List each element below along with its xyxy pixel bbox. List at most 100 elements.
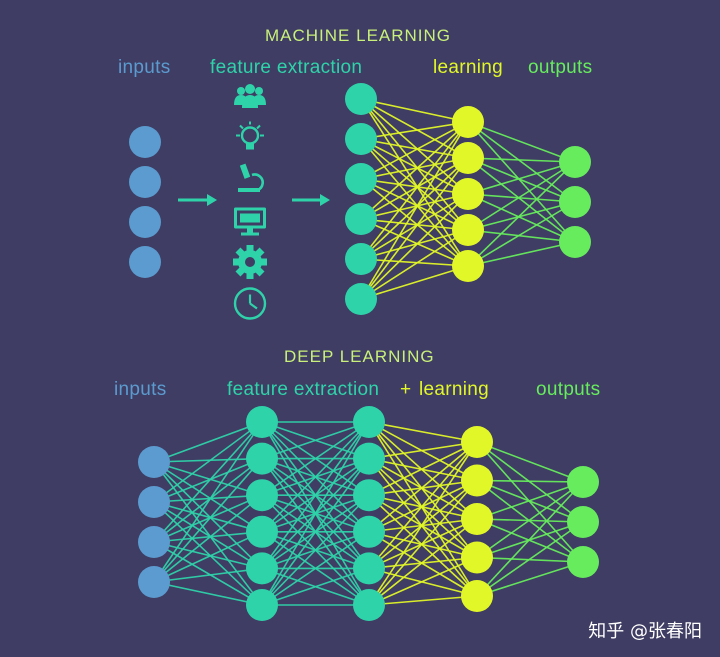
dl-connection-2-1-4 (368, 458, 478, 597)
dl-feature-node-1-1 (246, 442, 278, 475)
dl-learning-label: learning (419, 379, 490, 400)
dl-connection-0-2-3 (153, 531, 263, 543)
arrow-icon (178, 194, 217, 206)
dl-connection-3-3-0 (476, 481, 584, 559)
dl-input-node-0-2 (138, 526, 170, 558)
dl-connection-2-0-1 (368, 421, 478, 482)
ml-connection-2-2-2 (467, 193, 576, 243)
dl-connection-0-0-3 (153, 461, 263, 533)
dl-feature-extraction-label: feature extraction (227, 379, 380, 400)
dl-connection-2-1-2 (368, 457, 478, 520)
dl-connection-2-5-1 (368, 479, 478, 606)
dl-connection-0-0-5 (153, 461, 263, 606)
dl-connection-3-0-0 (476, 441, 584, 483)
dl-connection-0-2-0 (153, 421, 263, 543)
ml-feature-node-1-0 (345, 83, 377, 115)
dl-connection-0-3-0 (153, 421, 263, 583)
dl-output-node-4-0 (567, 466, 599, 498)
dl-learning-node-3-3 (461, 541, 493, 574)
ml-connection-1-2-2 (360, 178, 469, 195)
ml-inputs-label: inputs (118, 57, 171, 78)
ml-output-node-3-0 (559, 146, 591, 178)
dl-feature-node-1-3 (246, 515, 278, 548)
ml-connection-1-2-3 (360, 178, 469, 231)
dl-learning-node-3-0 (461, 426, 493, 458)
dl-connection-1-5-2 (261, 494, 370, 606)
dl-connection-3-4-1 (476, 521, 584, 597)
dl-inputs-label: inputs (114, 379, 167, 400)
ml-connection-1-5-2 (360, 193, 469, 300)
dl-connection-1-2-0 (261, 421, 370, 496)
dl-learning-node-3-1 (461, 464, 493, 497)
ml-output-node-3-1 (559, 186, 591, 218)
dl-connection-0-0-1 (153, 457, 263, 463)
ml-title: MACHINE LEARNING (265, 26, 452, 45)
dl-connection-2-5-2 (368, 518, 478, 606)
dl-connection-2-3-3 (368, 531, 478, 559)
dl-connection-2-1-0 (368, 441, 478, 460)
ml-connection-1-5-4 (360, 265, 469, 300)
dl-connection-2-5-4 (368, 595, 478, 606)
dl-connection-0-1-2 (153, 494, 263, 503)
ml-connection-2-2-1 (467, 193, 576, 203)
dl-input-node-0-1 (138, 486, 170, 518)
lightbulb-icon (236, 121, 264, 150)
dl-connection-2-4-0 (368, 441, 478, 569)
dl-connection-2-1-3 (368, 458, 478, 559)
dl-connection-0-0-4 (153, 461, 263, 569)
ml-connection-2-3-2 (467, 229, 576, 243)
ml-connection-1-2-1 (360, 157, 469, 180)
dl-connection-2-2-0 (368, 441, 478, 496)
dl-connection-0-1-3 (153, 501, 263, 533)
ml-connection-2-1-2 (467, 157, 576, 243)
ml-input-node-0-1 (129, 166, 161, 198)
dl-feature-node-1-2 (246, 479, 278, 512)
dl-connection-2-3-4 (368, 531, 478, 597)
dl-connection-2-2-4 (368, 494, 478, 597)
dl-outputs-label: outputs (536, 379, 601, 400)
dl-feature-node-2-0 (353, 406, 385, 438)
dl-feature-node-2-2 (353, 479, 385, 512)
dl-input-node-0-0 (138, 446, 170, 478)
ml-connection-1-1-3 (360, 138, 469, 231)
ml-learning-node-2-3 (452, 214, 484, 246)
ml-output-node-3-2 (559, 226, 591, 258)
dl-connection-3-4-0 (476, 481, 584, 597)
dl-connection-0-2-2 (153, 494, 263, 543)
dl-connection-3-2-0 (476, 481, 584, 520)
dl-feature-node-1-4 (246, 552, 278, 585)
ml-connection-1-5-0 (360, 121, 469, 300)
ml-connection-2-4-1 (467, 201, 576, 267)
ml-connection-1-3-1 (360, 157, 469, 220)
ml-connection-2-4-0 (467, 161, 576, 267)
dl-feature-node-1-5 (246, 589, 278, 621)
dl-connection-0-1-0 (153, 421, 263, 503)
ml-connection-1-3-0 (360, 121, 469, 220)
ml-connection-2-4-2 (467, 241, 576, 267)
ml-connection-2-3-0 (467, 161, 576, 231)
ml-connection-2-1-0 (467, 157, 576, 163)
ml-connection-1-3-4 (360, 218, 469, 267)
dl-connection-0-3-4 (153, 567, 263, 583)
dl-learning-node-3-2 (461, 503, 493, 535)
dl-connection-0-1-1 (153, 457, 263, 503)
ml-connection-1-0-4 (360, 98, 469, 267)
dl-connection-2-0-3 (368, 421, 478, 558)
ml-feature-node-1-4 (345, 243, 377, 275)
ml-connection-1-4-1 (360, 157, 469, 260)
ml-connection-1-5-1 (360, 157, 469, 300)
dl-connection-3-1-0 (476, 479, 584, 483)
watermark: 知乎 @张春阳 (588, 621, 702, 642)
ml-connection-2-3-1 (467, 201, 576, 231)
ml-connection-1-2-4 (360, 178, 469, 267)
dl-input-node-0-3 (138, 566, 170, 598)
gear-icon (233, 245, 267, 279)
ml-connection-1-3-3 (360, 218, 469, 231)
dl-connection-0-1-4 (153, 501, 263, 570)
dl-connection-0-3-2 (153, 494, 263, 583)
dl-connection-0-3-1 (153, 458, 263, 583)
dl-feature-node-2-1 (353, 442, 385, 475)
ml-connection-2-0-1 (467, 121, 576, 203)
ml-connection-1-4-0 (360, 121, 469, 260)
